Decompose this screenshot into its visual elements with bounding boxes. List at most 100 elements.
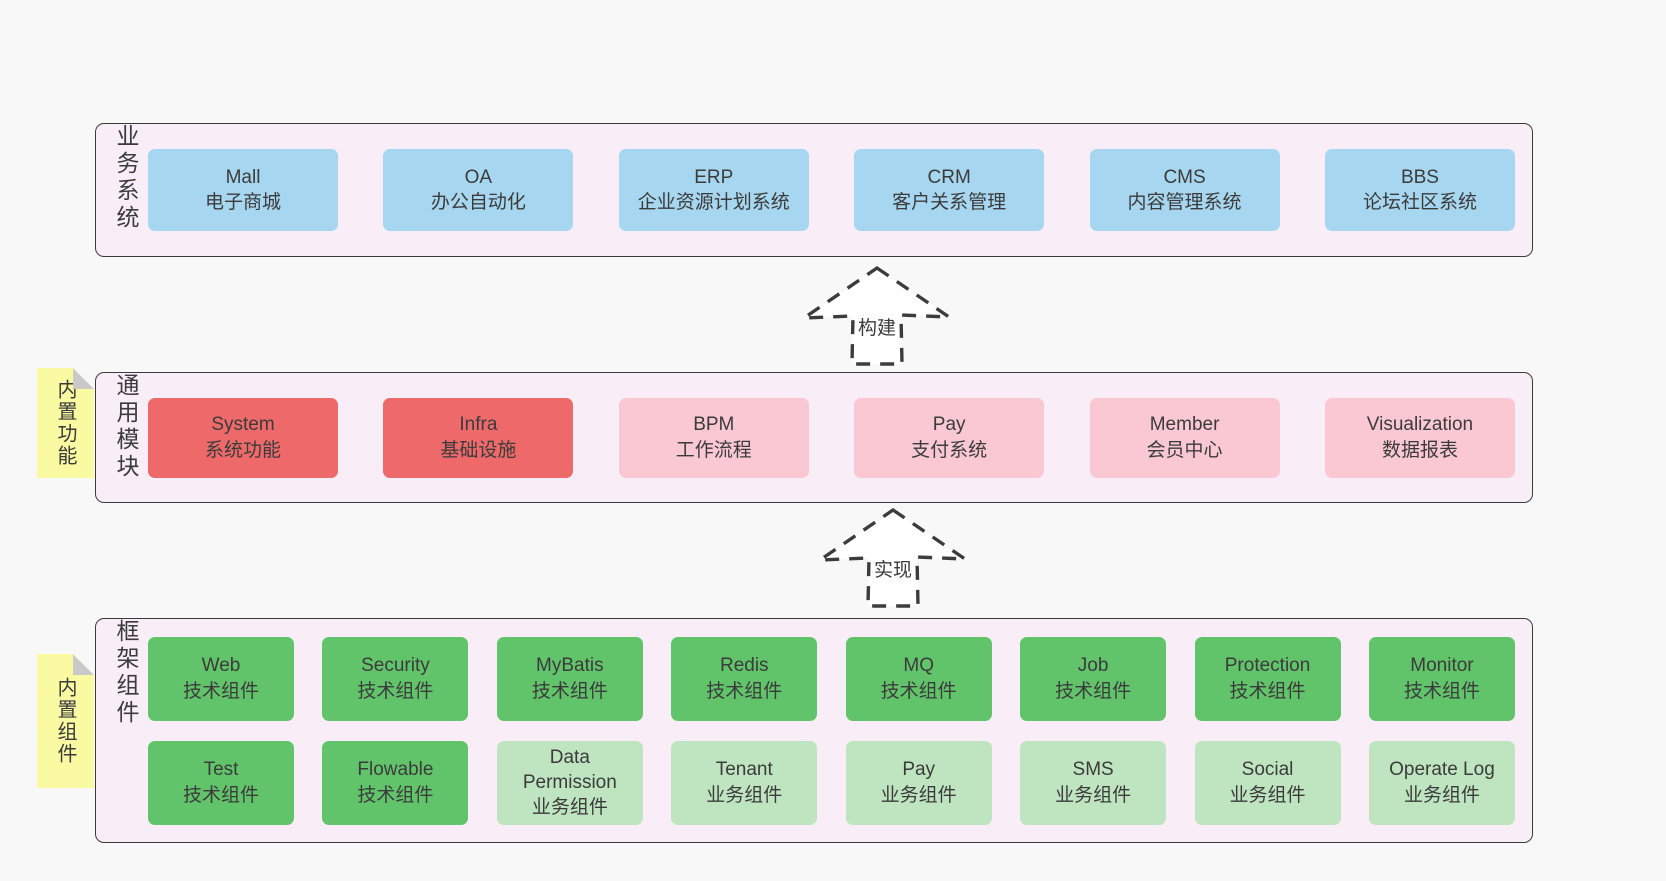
node-desc: 技术组件: [1229, 680, 1306, 702]
layer-label: 框架组件: [113, 619, 139, 727]
node-name: Pay: [902, 759, 936, 781]
node-member: Member 会员中心: [1089, 397, 1280, 478]
node-name: Visualization: [1366, 414, 1474, 436]
node-mall: Mall 电子商城: [148, 149, 338, 231]
node-security: Security 技术组件: [322, 636, 469, 721]
node-name: SMS: [1072, 759, 1114, 781]
node-desc: 内容管理系统: [1127, 192, 1242, 213]
node-bpm: BPM 工作流程: [618, 397, 809, 478]
sticky-note-text: 内置功能: [54, 379, 76, 467]
node-desc: 技术组件: [531, 680, 608, 702]
node-monitor: Monitor 技术组件: [1368, 636, 1515, 721]
node-desc: 论坛社区系统: [1362, 192, 1477, 213]
node-name: Test: [203, 759, 239, 781]
layer-framework-components: 框架组件 Web 技术组件 Security 技术组件 MyBatis 技术组件…: [95, 618, 1533, 843]
node-name: Operate Log: [1389, 759, 1495, 781]
arrow-label: 构建: [854, 312, 900, 341]
node-web: Web 技术组件: [148, 636, 294, 721]
node-desc: 支付系统: [911, 439, 988, 461]
folded-corner-icon: [73, 654, 94, 675]
folded-corner-icon: [73, 368, 94, 389]
node-desc: 业务组件: [1055, 784, 1132, 806]
node-name: Security: [361, 655, 430, 677]
sticky-note-text: 内置组件: [54, 677, 76, 765]
node-desc: 电子商城: [204, 192, 281, 213]
node-visualization: Visualization 数据报表: [1324, 397, 1515, 478]
node-cms: CMS 内容管理系统: [1089, 149, 1280, 231]
node-social: Social 业务组件: [1194, 740, 1341, 825]
node-oa: OA 办公自动化: [383, 149, 574, 231]
node-name: Web: [201, 655, 241, 677]
layer-label: 业务系统: [113, 124, 139, 232]
node-name: Redis: [719, 655, 769, 677]
node-name: BPM: [693, 414, 735, 436]
modules-box-row: System 系统功能 Infra 基础设施 BPM 工作流程 Pay 支付系统…: [96, 373, 1532, 502]
node-bbs: BBS 论坛社区系统: [1324, 149, 1515, 231]
node-desc: 技术组件: [357, 784, 434, 806]
node-name: MQ: [903, 655, 934, 677]
up-arrow-implement: 实现: [813, 506, 973, 610]
node-desc: 办公自动化: [430, 192, 526, 213]
node-name: Member: [1149, 414, 1220, 436]
components-row-1: Web 技术组件 Security 技术组件 MyBatis 技术组件 Redi…: [96, 636, 1532, 721]
layer-business-systems: 业务系统 Mall 电子商城 OA 办公自动化 ERP 企业资源计划系统 CRM…: [95, 123, 1533, 257]
node-pay-component: Pay 业务组件: [845, 740, 992, 825]
node-mybatis: MyBatis 技术组件: [496, 636, 643, 721]
node-desc: 业务组件: [880, 784, 957, 806]
node-desc: 客户关系管理: [892, 192, 1007, 213]
node-protection: Protection 技术组件: [1194, 636, 1341, 721]
node-operate-log: Operate Log 业务组件: [1368, 740, 1515, 825]
node-desc: 业务组件: [1229, 784, 1306, 806]
node-name: Pay: [932, 414, 966, 436]
node-name: Infra: [459, 414, 498, 436]
business-box-row: Mall 电子商城 OA 办公自动化 ERP 企业资源计划系统 CRM 客户关系…: [96, 124, 1532, 256]
node-name: Flowable: [357, 759, 434, 781]
node-name: MyBatis: [536, 655, 604, 677]
node-name: Protection: [1224, 655, 1311, 677]
node-desc: 技术组件: [1403, 680, 1480, 702]
up-arrow-build: 构建: [797, 264, 957, 368]
layer-common-modules: 通用模块 System 系统功能 Infra 基础设施 BPM 工作流程 Pay…: [95, 372, 1533, 503]
node-desc: 系统功能: [204, 439, 281, 461]
node-name: ERP: [694, 166, 734, 188]
node-desc: 技术组件: [357, 680, 434, 702]
node-desc: 数据报表: [1381, 439, 1458, 461]
node-desc: 企业资源计划系统: [637, 192, 790, 213]
node-name: OA: [464, 166, 493, 188]
layer-label: 通用模块: [113, 373, 139, 481]
node-name: CMS: [1163, 166, 1206, 188]
node-desc: 技术组件: [1055, 680, 1132, 702]
node-system: System 系统功能: [148, 397, 338, 478]
node-sms: SMS 业务组件: [1020, 740, 1167, 825]
node-desc: 会员中心: [1146, 439, 1223, 461]
node-name: Job: [1077, 655, 1109, 677]
node-name: BBS: [1400, 166, 1439, 188]
node-pay-module: Pay 支付系统: [854, 397, 1045, 478]
node-desc: 业务组件: [706, 784, 783, 806]
node-desc: 技术组件: [182, 680, 259, 702]
node-redis: Redis 技术组件: [671, 636, 818, 721]
node-erp: ERP 企业资源计划系统: [618, 149, 809, 231]
node-desc: 技术组件: [880, 680, 957, 702]
components-box-rows: Web 技术组件 Security 技术组件 MyBatis 技术组件 Redi…: [96, 619, 1532, 842]
node-name: Tenant: [715, 759, 773, 781]
node-job: Job 技术组件: [1020, 636, 1167, 721]
node-desc: 技术组件: [706, 680, 783, 702]
components-row-2: Test 技术组件 Flowable 技术组件 Data Permission …: [96, 740, 1532, 825]
node-desc: 业务组件: [1403, 784, 1480, 806]
node-infra: Infra 基础设施: [383, 397, 574, 478]
node-test: Test 技术组件: [148, 740, 294, 825]
node-data-permission: Data Permission 业务组件: [496, 740, 643, 825]
node-name: Mall: [225, 166, 261, 188]
node-crm: CRM 客户关系管理: [854, 149, 1045, 231]
arrow-label: 实现: [870, 554, 916, 583]
node-desc: 基础设施: [440, 439, 517, 461]
sticky-note-builtin-components: 内置组件: [37, 654, 94, 788]
node-desc: 业务组件: [531, 797, 608, 819]
node-name: CRM: [927, 166, 971, 188]
node-desc: 技术组件: [182, 784, 259, 806]
node-flowable: Flowable 技术组件: [322, 740, 469, 825]
node-mq: MQ 技术组件: [845, 636, 992, 721]
node-desc: 工作流程: [675, 439, 752, 461]
